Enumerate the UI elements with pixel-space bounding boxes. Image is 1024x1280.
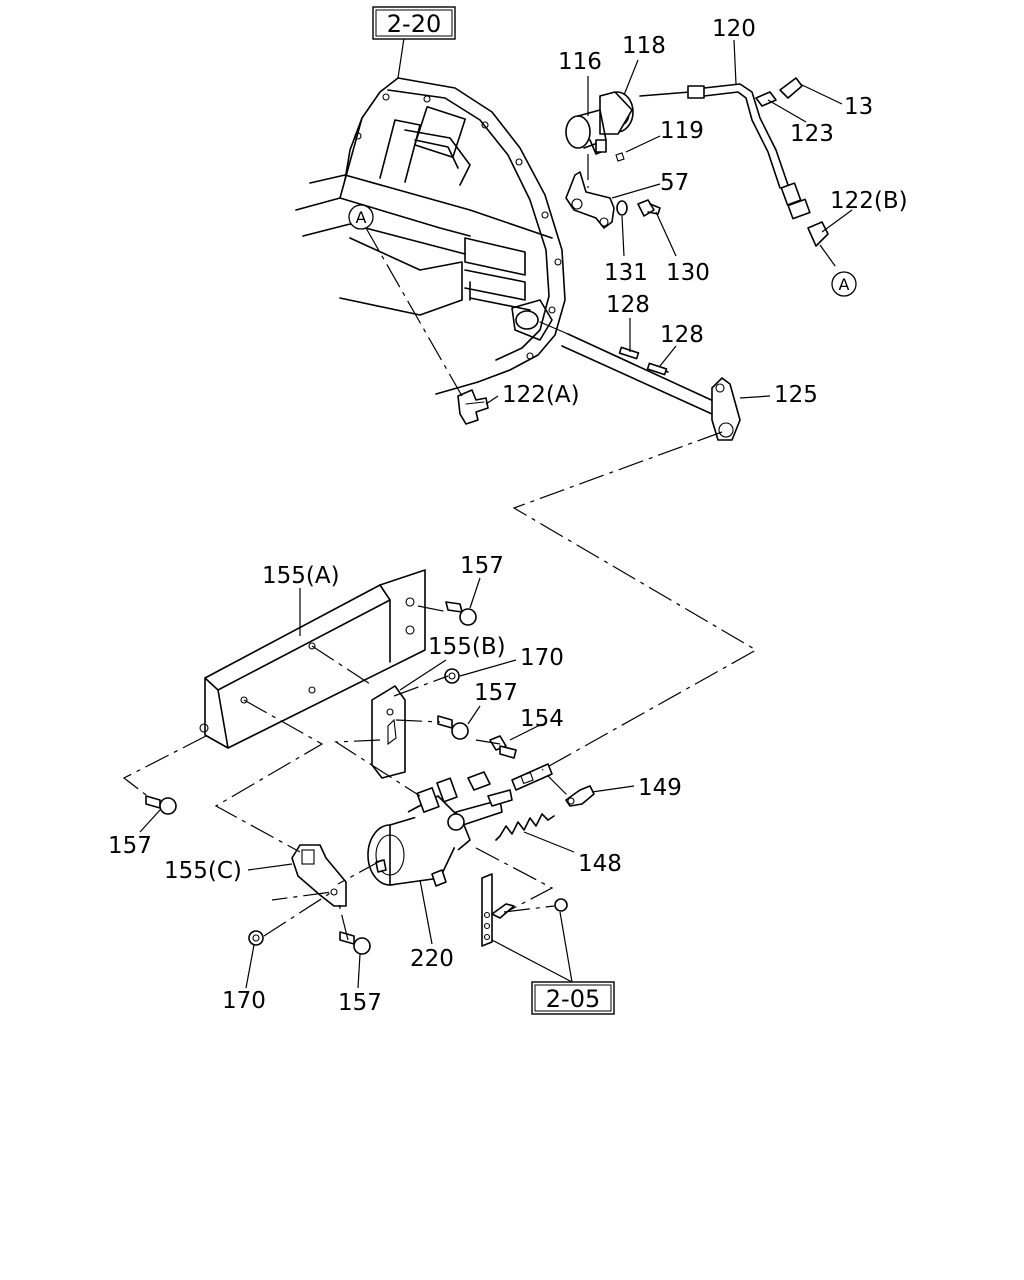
connection-lines <box>122 154 839 941</box>
callout-157-bottom: 157 <box>338 990 382 1016</box>
bracket-155c <box>291 844 347 907</box>
callout-119: 119 <box>660 118 704 144</box>
callout-125: 125 <box>774 382 818 408</box>
callout-131: 131 <box>604 260 648 286</box>
callout-118: 118 <box>622 33 666 59</box>
callout-155c: 155(C) <box>164 858 242 884</box>
bracket-2-05 <box>481 873 568 947</box>
callout-128-right: 128 <box>660 322 704 348</box>
marker-a-line-label: A <box>839 275 850 294</box>
callout-116: 116 <box>558 49 602 75</box>
callout-149: 149 <box>638 775 682 801</box>
fitting-122a <box>457 389 489 425</box>
marker-a-housing: A <box>348 204 374 230</box>
clevis-149 <box>565 785 595 807</box>
callout-155b: 155(B) <box>428 634 506 660</box>
callout-157-left: 157 <box>108 833 152 859</box>
clutch-housing <box>295 77 566 395</box>
callouts: 116 118 120 13 123 119 57 122(B) 131 130… <box>108 16 908 1016</box>
callout-122a: 122(A) <box>502 382 580 408</box>
callout-157-middle: 157 <box>474 680 518 706</box>
callout-157-top: 157 <box>460 553 504 579</box>
callout-128-left: 128 <box>606 292 650 318</box>
callout-130: 130 <box>666 260 710 286</box>
callout-148: 148 <box>578 851 622 877</box>
callout-13: 13 <box>844 94 873 120</box>
release-bearing-assembly <box>565 91 691 229</box>
callout-122b: 122(B) <box>830 188 908 214</box>
ref-2-05-label: 2-05 <box>546 985 600 1013</box>
release-shaft <box>539 321 741 441</box>
master-cylinder <box>367 763 553 887</box>
bracket-155b <box>371 685 406 779</box>
callout-220: 220 <box>410 946 454 972</box>
callout-170-top: 170 <box>520 645 564 671</box>
ref-2-20-label: 2-20 <box>387 10 441 38</box>
callout-155a: 155(A) <box>262 563 340 589</box>
callout-120: 120 <box>712 16 756 42</box>
bracket-155a <box>199 569 426 749</box>
callout-123: 123 <box>790 121 834 147</box>
callout-154: 154 <box>520 706 564 732</box>
marker-a-housing-label: A <box>356 208 367 227</box>
callout-57: 57 <box>660 170 689 196</box>
ref-box-2-05: 2-05 <box>531 981 615 1015</box>
fasteners <box>145 601 517 955</box>
return-spring <box>495 813 555 841</box>
hydraulic-line <box>687 77 829 247</box>
marker-a-line: A <box>831 271 857 297</box>
leader-lines <box>139 37 853 989</box>
ref-box-2-20: 2-20 <box>372 6 456 40</box>
callout-170-bottom: 170 <box>222 988 266 1014</box>
